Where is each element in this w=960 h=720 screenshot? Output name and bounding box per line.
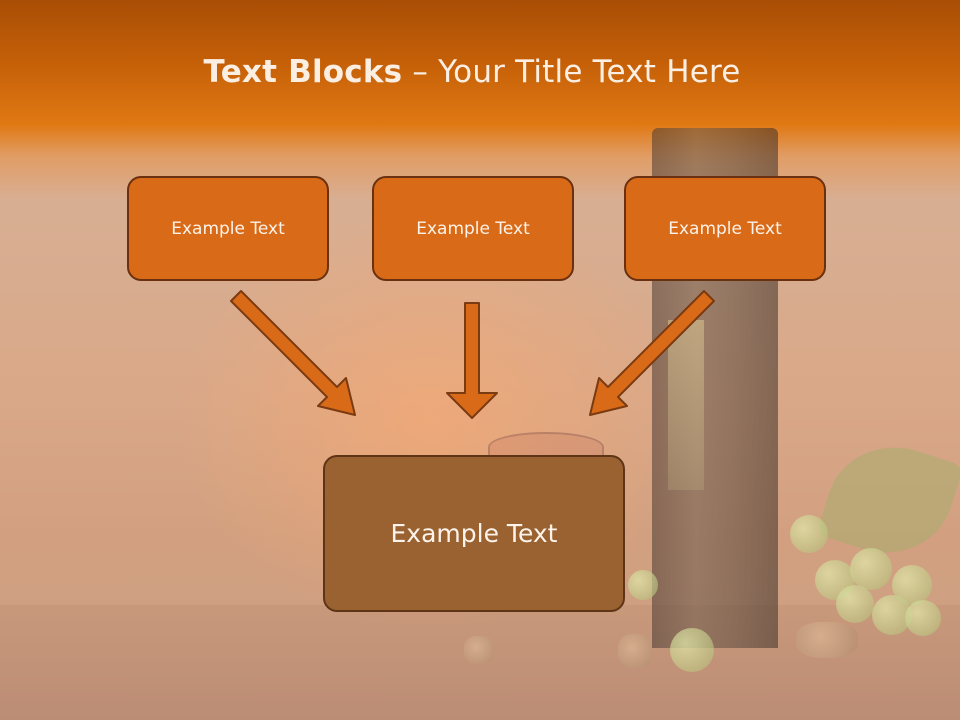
cork-image — [796, 622, 858, 658]
title-separator: – — [402, 54, 439, 90]
text-block-bottom[interactable]: Example Text — [323, 455, 625, 612]
bottle-label-image — [668, 320, 704, 490]
arrow-down-left-icon — [589, 290, 715, 416]
grape-image — [836, 585, 874, 623]
text-block-right-label: Example Text — [668, 218, 782, 239]
grape-image — [670, 628, 714, 672]
text-block-bottom-label: Example Text — [390, 519, 558, 548]
grape-image — [628, 570, 658, 600]
cork-image — [464, 636, 494, 664]
title-regular-text: Your Title Text Here — [438, 54, 741, 90]
title-band — [0, 0, 960, 200]
arrow-down-right-icon — [230, 290, 356, 416]
text-block-middle[interactable]: Example Text — [372, 176, 574, 281]
grape-image — [892, 565, 932, 605]
grape-image — [790, 515, 828, 553]
grape-image — [850, 548, 892, 590]
text-block-left[interactable]: Example Text — [127, 176, 329, 281]
cork-image — [618, 634, 652, 668]
grape-image — [905, 600, 941, 636]
title-bold-text: Text Blocks — [203, 54, 403, 90]
slide-title: Text Blocks – Your Title Text Here — [0, 54, 944, 90]
text-block-middle-label: Example Text — [416, 218, 530, 239]
text-block-left-label: Example Text — [171, 218, 285, 239]
text-block-right[interactable]: Example Text — [624, 176, 826, 281]
arrow-down-icon — [446, 302, 498, 419]
